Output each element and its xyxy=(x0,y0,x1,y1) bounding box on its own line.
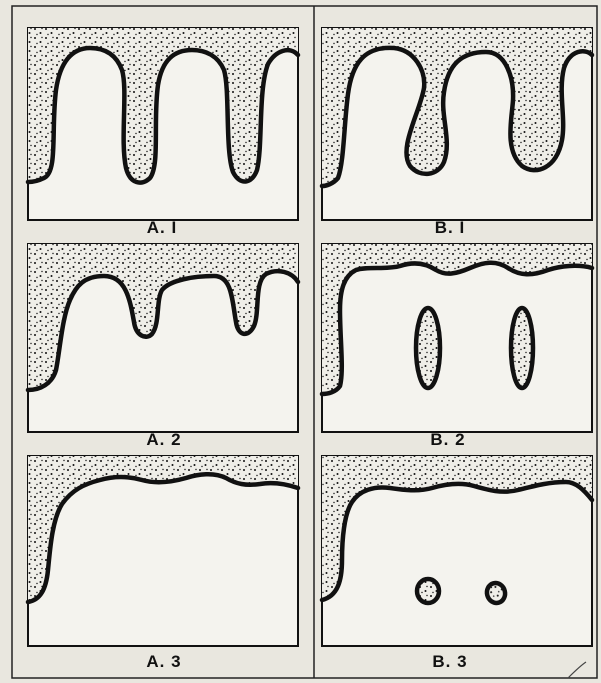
panel-b3-droplet-left xyxy=(417,579,439,603)
panel-b2-droplet-right xyxy=(511,308,533,388)
panel-a2 xyxy=(28,244,298,432)
panel-b3-droplet-right xyxy=(485,581,508,605)
label-a3: A. 3 xyxy=(124,652,204,672)
pen-mark xyxy=(568,662,586,678)
panel-b1 xyxy=(322,28,592,220)
panel-b3 xyxy=(322,456,592,646)
panel-b2-droplet-left xyxy=(416,308,440,388)
label-b3: B. 3 xyxy=(410,652,490,672)
label-b2: B. 2 xyxy=(408,430,488,450)
panel-b2 xyxy=(322,244,592,432)
label-a1: A. I xyxy=(122,218,202,238)
label-a2: A. 2 xyxy=(124,430,204,450)
panel-a1 xyxy=(28,28,298,220)
label-b1: B. I xyxy=(410,218,490,238)
panel-a3 xyxy=(28,456,298,646)
